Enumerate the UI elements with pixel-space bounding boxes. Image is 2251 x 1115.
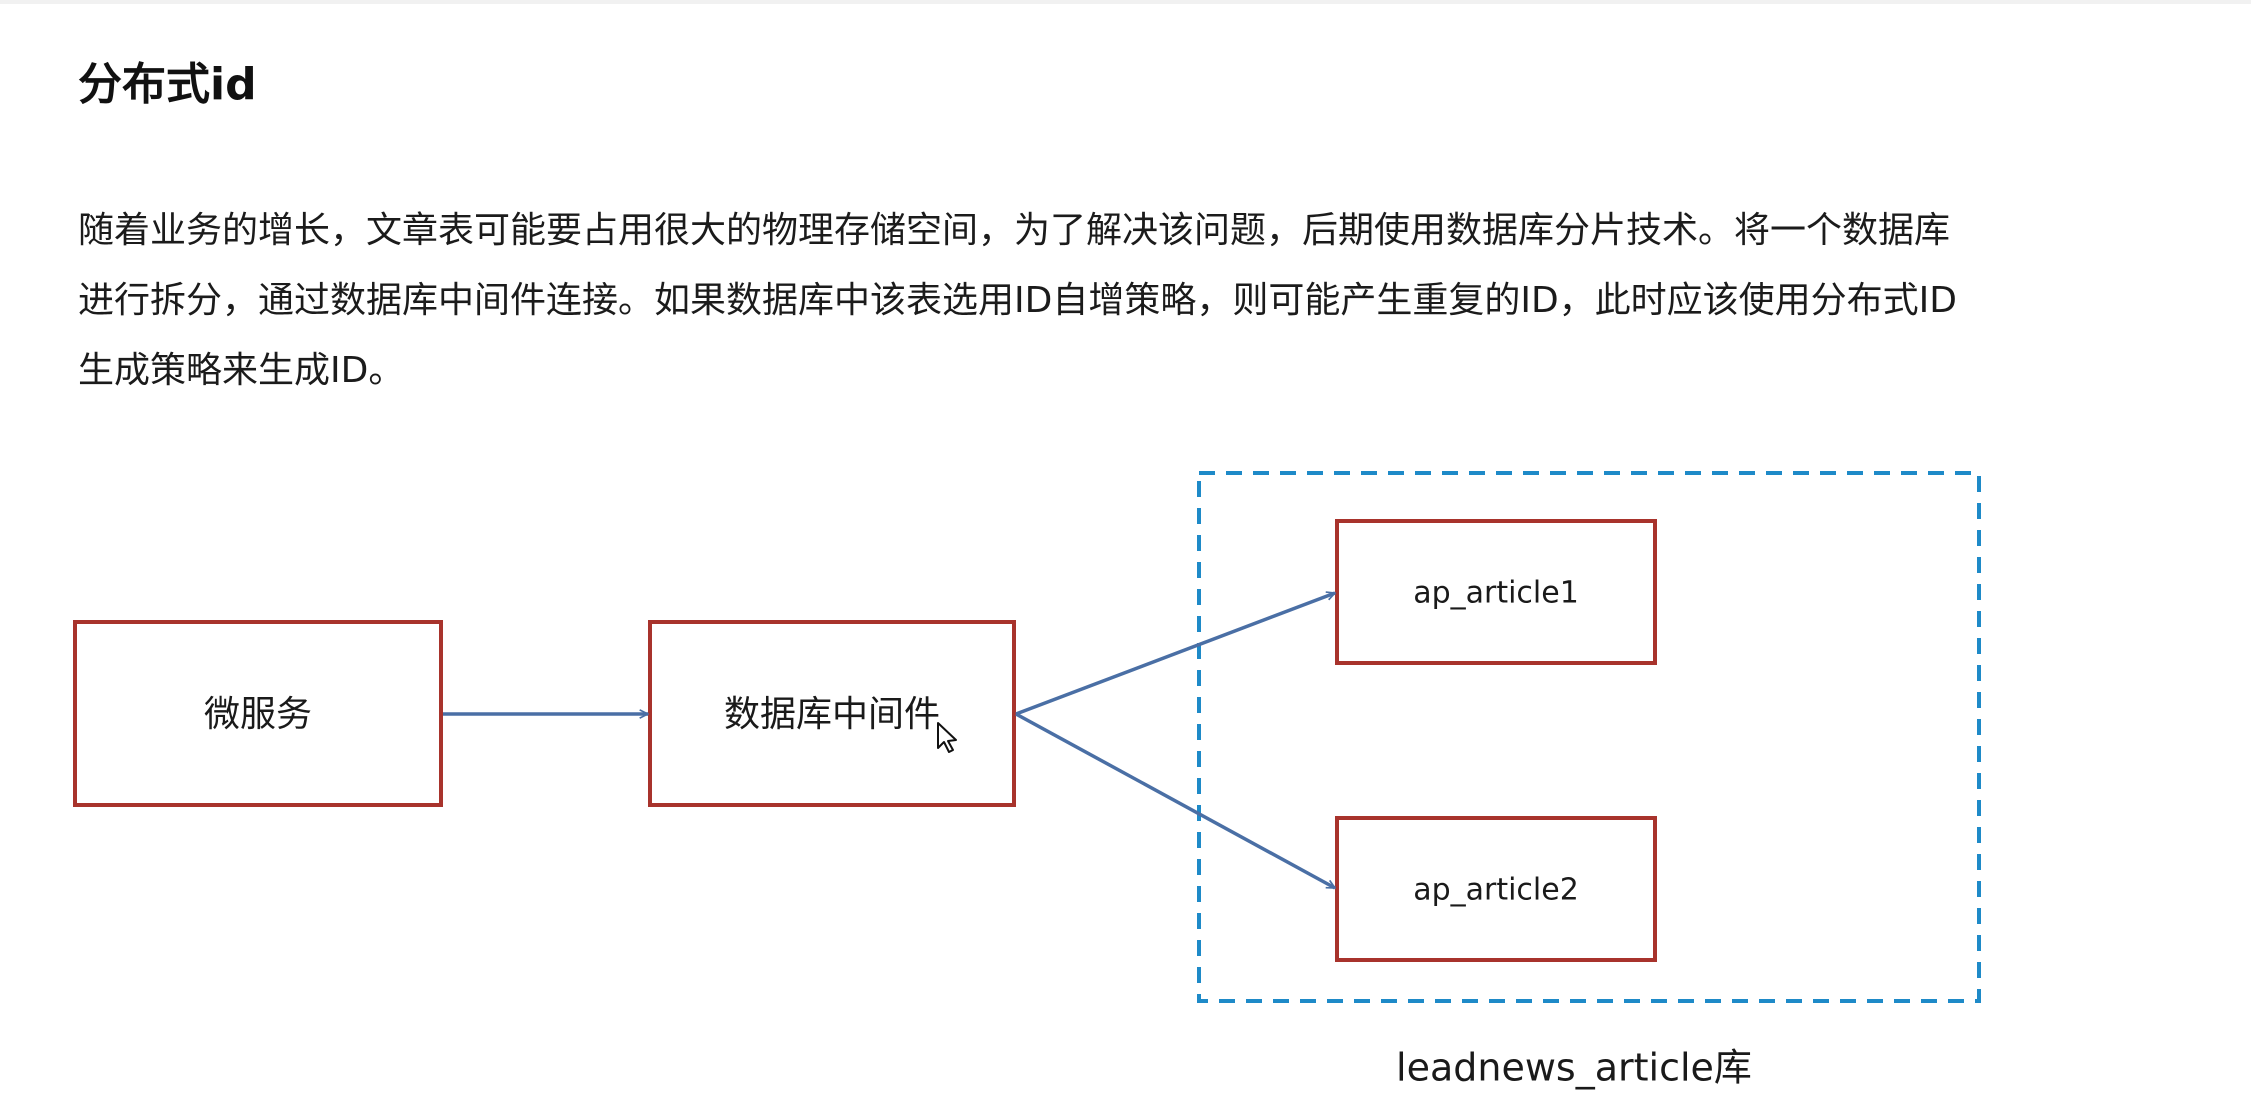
middleware-label: 数据库中间件 (724, 694, 940, 735)
page-title: 分布式id (78, 59, 257, 110)
article1-label: ap_article1 (1413, 576, 1579, 611)
paragraph-line: 生成策略来生成ID。 (78, 350, 405, 391)
microservice-box (73, 620, 443, 807)
article2-node: ap_article2 (1335, 816, 1657, 962)
middleware-node: 数据库中间件 (648, 620, 1016, 807)
microservice-label: 微服务 (204, 694, 312, 735)
paragraph-line: 进行拆分，通过数据库中间件连接。如果数据库中该表选用ID自增策略，则可能产生重复… (78, 280, 1958, 321)
paragraph-line: 随着业务的增长，文章表可能要占用很大的物理存储空间，为了解决该问题，后期使用数据… (78, 210, 1951, 251)
middleware-box (648, 620, 1016, 807)
database-group-label: leadnews_article库 (1396, 1046, 1752, 1090)
article1-box (1335, 519, 1657, 665)
top-divider (0, 0, 2251, 4)
microservice-node: 微服务 (73, 620, 443, 807)
mouse-cursor-icon (937, 722, 957, 753)
description-paragraph: 随着业务的增长，文章表可能要占用很大的物理存储空间，为了解决该问题，后期使用数据… (78, 196, 2188, 406)
arrow-middleware-to-article1 (1015, 593, 1335, 716)
arrow-middleware-to-article2 (1015, 712, 1335, 890)
article1-node: ap_article1 (1335, 519, 1657, 665)
article2-box (1335, 816, 1657, 962)
article2-label: ap_article2 (1413, 873, 1579, 908)
database-group-border (1197, 471, 1981, 1003)
